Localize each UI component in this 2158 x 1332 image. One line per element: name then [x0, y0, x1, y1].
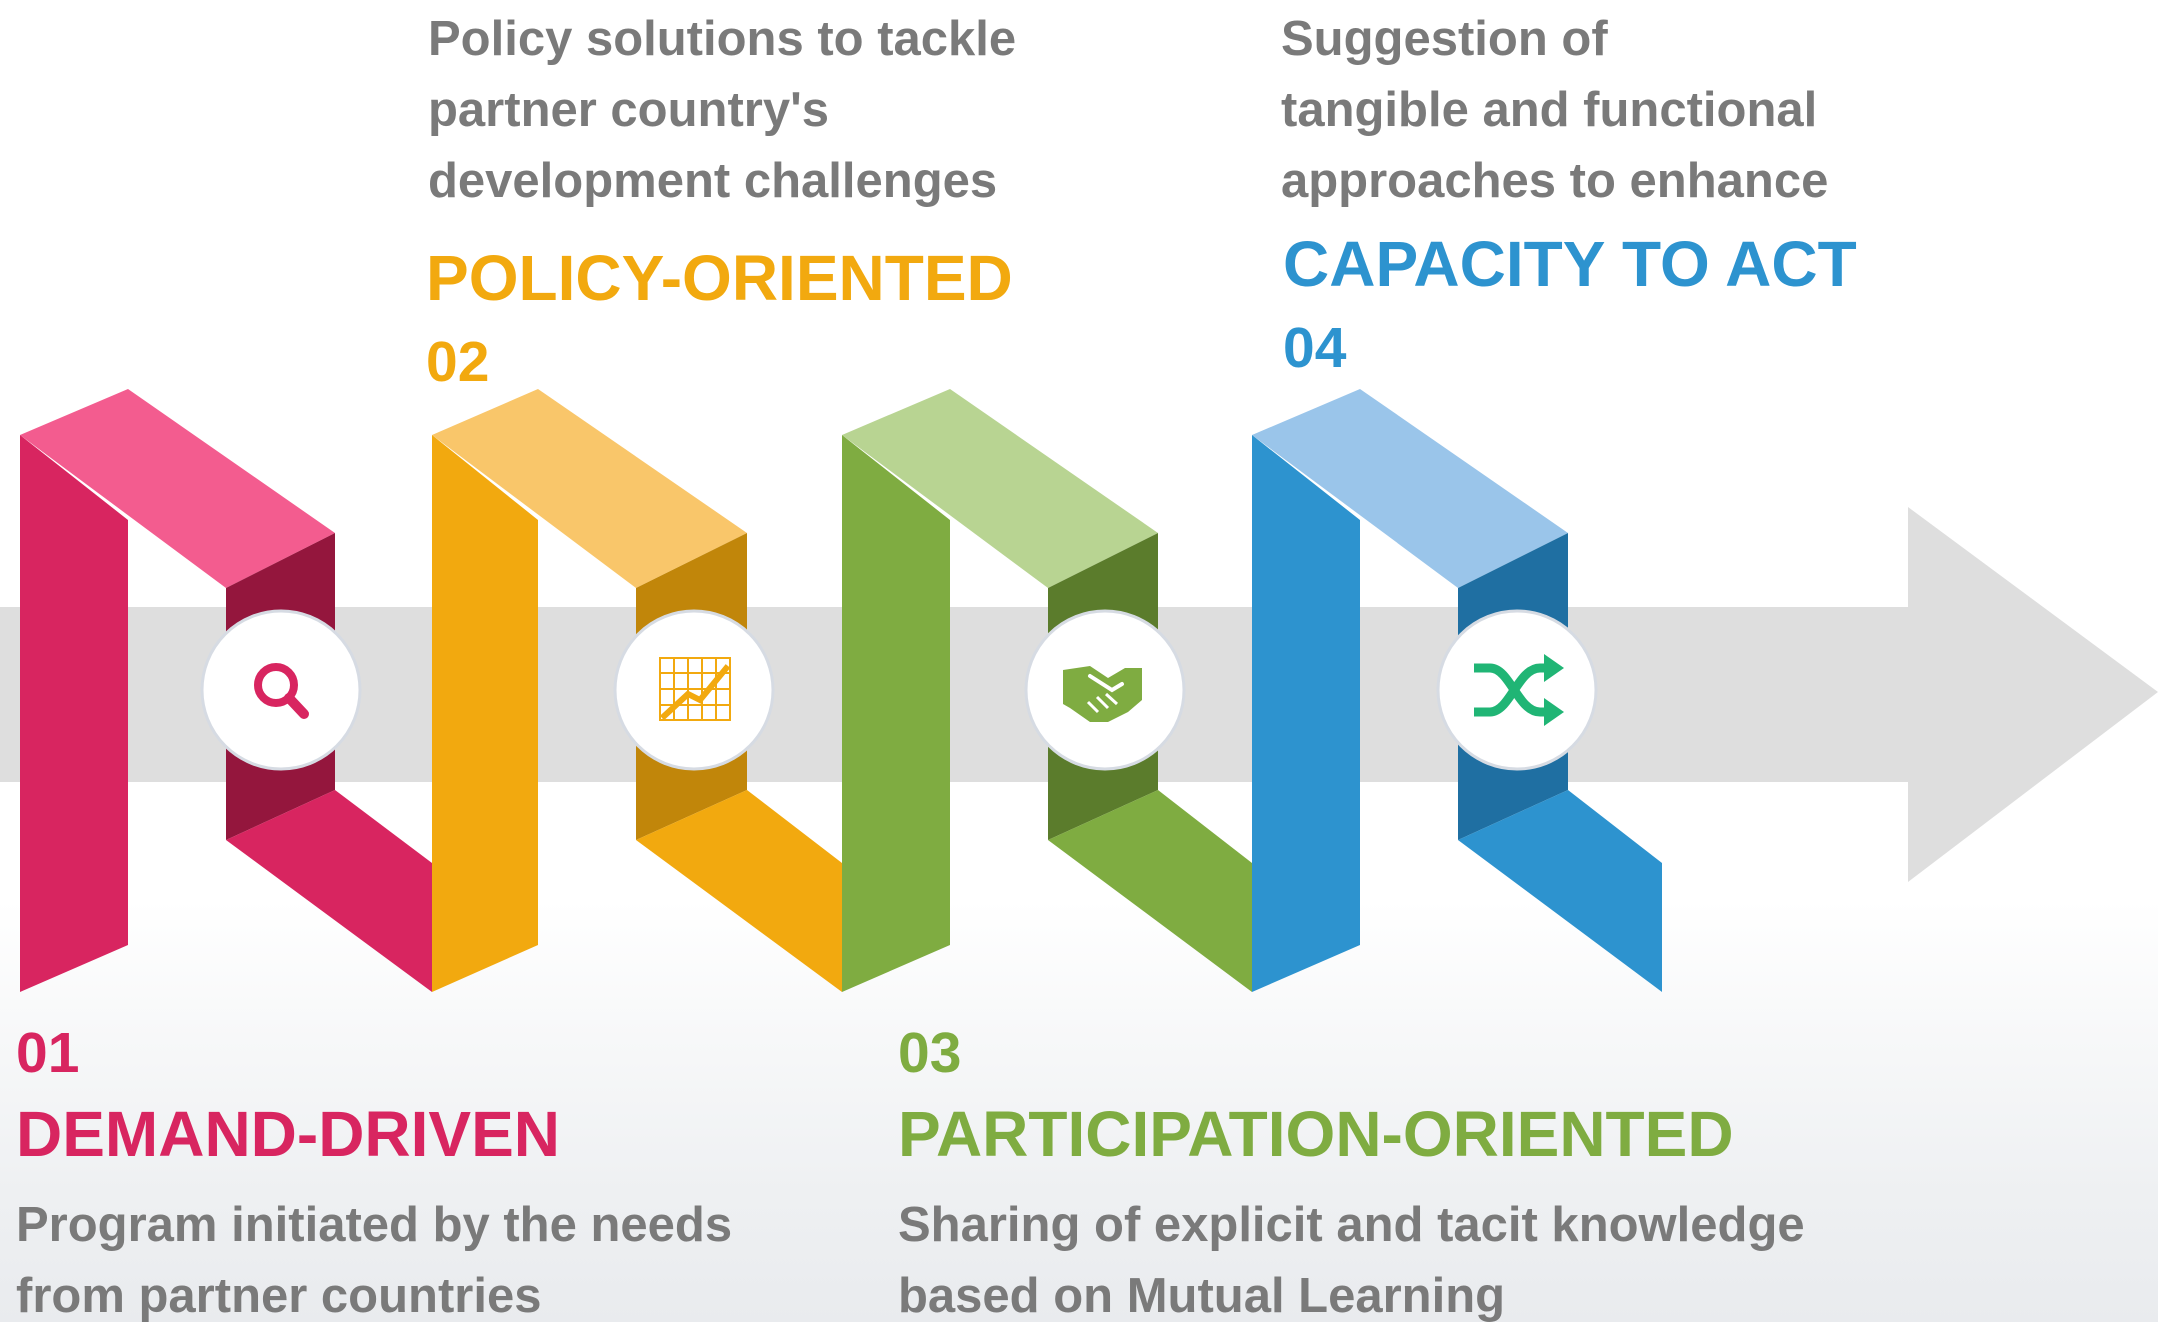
step-01-number: 01: [16, 1021, 80, 1085]
step-04-description-line-1: Suggestion of: [1281, 12, 1608, 66]
step-03-description: Sharing of explicit and tacit knowledge …: [898, 1190, 1805, 1332]
step-02-number: 02: [426, 330, 490, 394]
background-fade: [0, 900, 2158, 1322]
step-02-description-line-3: development challenges: [428, 154, 998, 208]
search-icon: [254, 663, 309, 719]
step-03-number: 03: [898, 1021, 962, 1085]
step-01-description-line-1: Program initiated by the needs: [16, 1198, 733, 1252]
step-04-description: Suggestion of tangible and functional ap…: [1281, 4, 1828, 217]
step-02-title: POLICY-ORIENTED: [426, 242, 1013, 314]
step-04-title: CAPACITY TO ACT: [1283, 228, 1857, 300]
step-02-description: Policy solutions to tackle partner count…: [428, 4, 1016, 217]
step-01-title: DEMAND-DRIVEN: [16, 1098, 560, 1170]
step-02-description-line-2: partner country's: [428, 83, 830, 137]
step-04-description-line-2: tangible and functional: [1281, 83, 1818, 137]
handshake-icon: [1063, 666, 1142, 722]
step-03-title: PARTICIPATION-ORIENTED: [898, 1098, 1734, 1170]
icon-circle-02: [613, 609, 775, 771]
step-03-description-line-2: based on Mutual Learning: [898, 1269, 1506, 1323]
chart-icon: [659, 657, 731, 721]
shuffle-icon: [1474, 654, 1564, 726]
step-02-description-line-1: Policy solutions to tackle: [428, 12, 1017, 66]
icon-circle-03: [1024, 609, 1186, 771]
step-03-description-line-1: Sharing of explicit and tacit knowledge: [898, 1198, 1805, 1252]
step-04-number: 04: [1283, 316, 1347, 380]
icon-circle-01: [200, 609, 362, 771]
step-01-description: Program initiated by the needs from part…: [16, 1190, 732, 1332]
icon-circle-04: [1436, 609, 1598, 771]
step-01-description-line-2: from partner countries: [16, 1269, 542, 1323]
step-04-description-line-3: approaches to enhance: [1281, 154, 1829, 208]
